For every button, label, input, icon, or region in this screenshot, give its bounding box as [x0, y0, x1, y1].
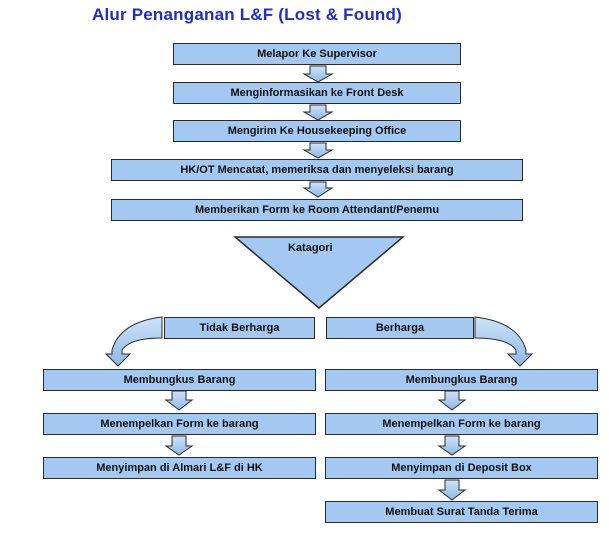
step-melapor-supervisor: Melapor Ke Supervisor: [173, 43, 461, 65]
left-down-arrow-2: [164, 435, 194, 456]
step-label: Membungkus Barang: [405, 374, 518, 386]
step-label: Mengirim Ke Housekeeping Office: [227, 125, 407, 137]
step-label: Membuat Surat Tanda Terima: [385, 506, 538, 518]
branch-label-text: Tidak Berharga: [199, 322, 280, 334]
down-arrow-2: [302, 104, 334, 121]
branch-label-tidak-berharga: Tidak Berharga: [164, 317, 315, 339]
right-down-arrow-1: [437, 390, 467, 411]
left-step-menyimpan: Menyimpan di Almari L&F di HK: [43, 457, 316, 479]
branch-label-berharga: Berharga: [326, 317, 474, 339]
right-branch-arrow: [474, 316, 534, 367]
step-label: Menyimpan di Almari L&F di HK: [96, 462, 263, 474]
decision-triangle: [232, 236, 406, 309]
diagram-title: Alur Penanganan L&F (Lost & Found): [92, 5, 402, 24]
down-arrow-4: [302, 181, 334, 198]
step-label: Melapor Ke Supervisor: [257, 48, 377, 60]
left-branch-arrow: [104, 316, 163, 367]
right-down-arrow-3: [437, 479, 467, 501]
step-front-desk: Menginformasikan ke Front Desk: [173, 82, 461, 104]
down-arrow-3: [302, 142, 334, 159]
decision-label: Katagori: [288, 242, 333, 254]
step-label: Membungkus Barang: [123, 374, 236, 386]
step-label: Menempelkan Form ke barang: [382, 418, 541, 430]
right-step-menempelkan: Menempelkan Form ke barang: [325, 413, 598, 435]
step-label: Menempelkan Form ke barang: [100, 418, 259, 430]
left-step-menempelkan: Menempelkan Form ke barang: [43, 413, 316, 435]
step-label: HK/OT Mencatat, memeriksa dan menyeleksi…: [180, 164, 454, 176]
step-housekeeping-office: Mengirim Ke Housekeeping Office: [173, 120, 461, 142]
right-step-deposit-box: Menyimpan di Deposit Box: [325, 457, 598, 479]
right-step-membungkus: Membungkus Barang: [325, 369, 598, 391]
step-hk-ot-mencatat: HK/OT Mencatat, memeriksa dan menyeleksi…: [111, 159, 523, 181]
left-down-arrow-1: [164, 390, 194, 411]
step-label: Memberikan Form ke Room Attendant/Penemu: [194, 204, 440, 216]
step-memberikan-form: Memberikan Form ke Room Attendant/Penemu: [111, 199, 523, 221]
branch-label-text: Berharga: [375, 322, 425, 334]
right-step-surat-tanda-terima: Membuat Surat Tanda Terima: [325, 501, 598, 523]
step-label: Menginformasikan ke Front Desk: [230, 87, 404, 99]
right-down-arrow-2: [437, 435, 467, 456]
step-label: Menyimpan di Deposit Box: [391, 462, 532, 474]
left-step-membungkus: Membungkus Barang: [43, 369, 316, 391]
down-arrow-1: [302, 65, 334, 83]
